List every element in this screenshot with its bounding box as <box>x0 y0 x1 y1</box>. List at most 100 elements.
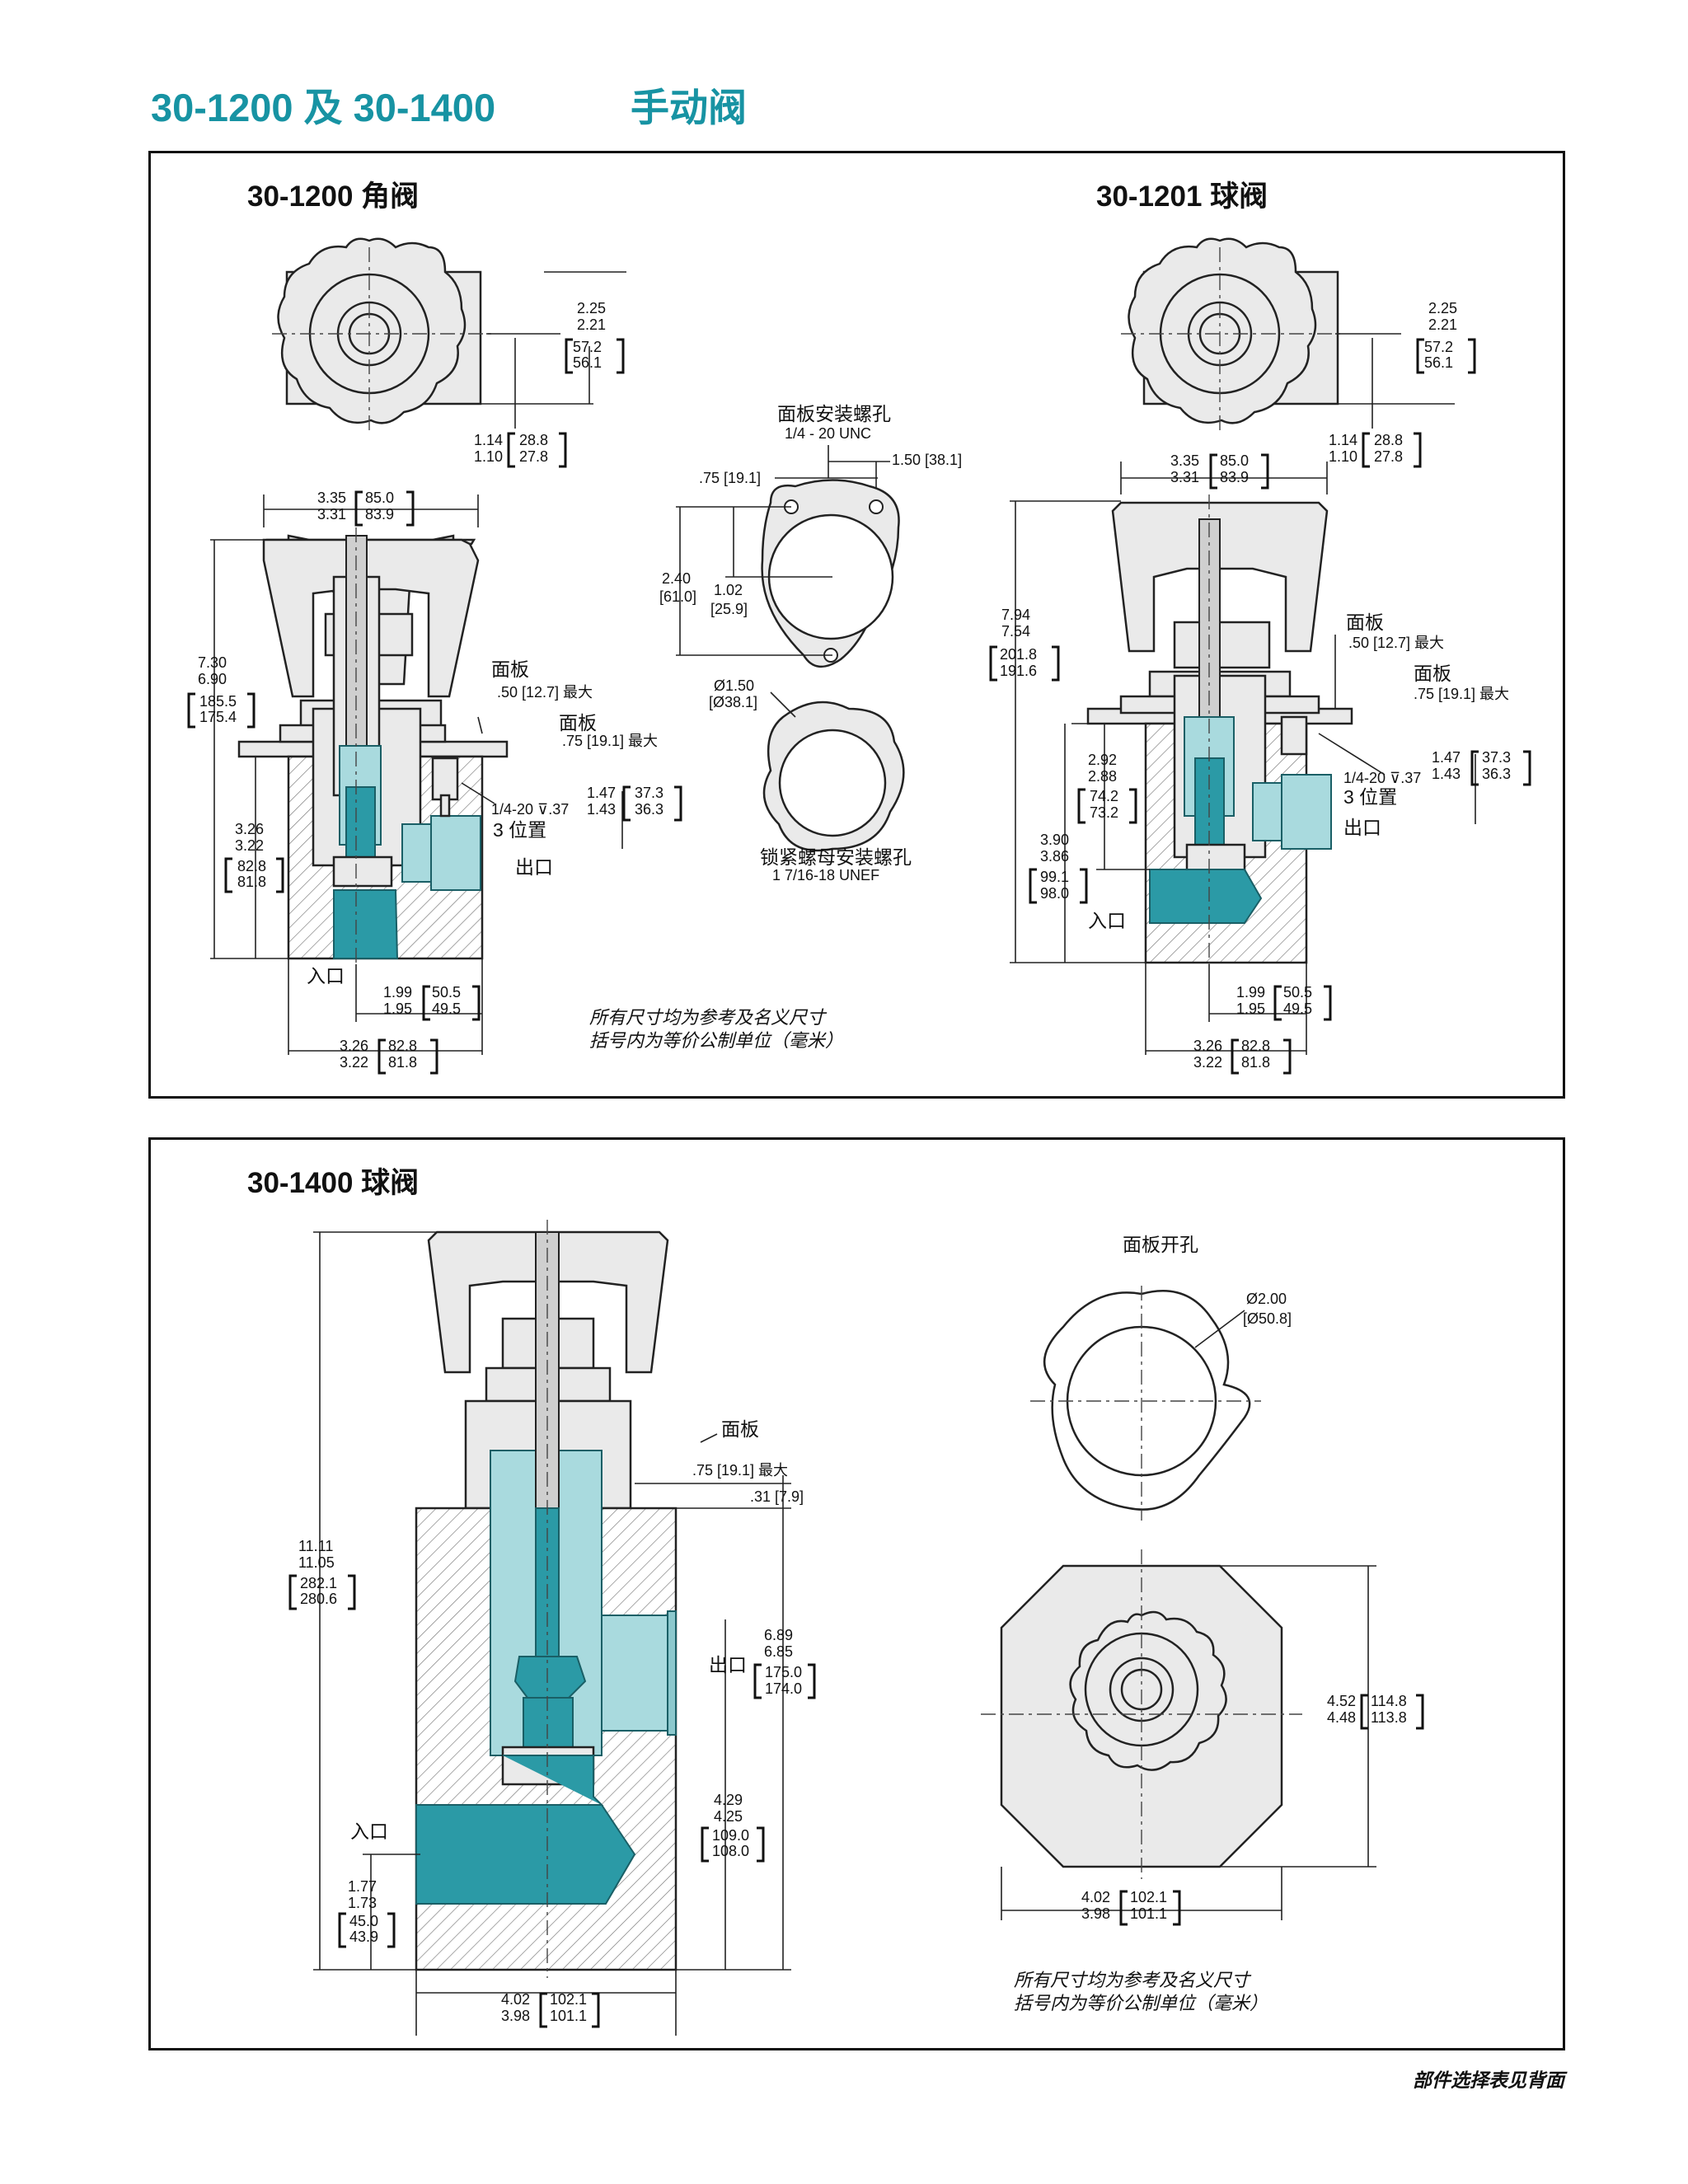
note-line-2: 括号内为等价公制单位（毫米） <box>589 1030 843 1051</box>
svg-text:1.73: 1.73 <box>348 1895 377 1911</box>
svg-text:2.92: 2.92 <box>1088 752 1117 768</box>
svg-text:56.1: 56.1 <box>1424 354 1453 371</box>
svg-text:1.47: 1.47 <box>587 785 616 801</box>
svg-text:[Ø38.1]: [Ø38.1] <box>709 694 757 710</box>
svg-text:.75 [19.1] 最大: .75 [19.1] 最大 <box>562 733 658 749</box>
svg-text:1.95: 1.95 <box>1236 1001 1265 1017</box>
svg-text:.31 [7.9]: .31 [7.9] <box>750 1488 804 1505</box>
svg-text:7.94: 7.94 <box>1001 607 1030 623</box>
svg-text:82.8: 82.8 <box>388 1038 417 1054</box>
svg-text:81.8: 81.8 <box>388 1054 417 1071</box>
svg-text:11.11: 11.11 <box>298 1538 333 1554</box>
svg-text:85.0: 85.0 <box>1220 452 1249 469</box>
svg-text:4.29: 4.29 <box>714 1792 743 1808</box>
svg-text:83.9: 83.9 <box>1220 469 1249 485</box>
svg-text:2.25: 2.25 <box>577 300 606 316</box>
note-line-1-bottom: 所有尺寸均为参考及名义尺寸 <box>1014 1970 1252 1990</box>
globe-1201-dims: 3.35 3.31 85.0 83.9 7.94 7.54 201.8 191.… <box>989 452 1531 1075</box>
svg-text:27.8: 27.8 <box>519 448 548 465</box>
svg-text:6.89: 6.89 <box>764 1627 793 1643</box>
svg-text:.50 [12.7] 最大: .50 [12.7] 最大 <box>1348 635 1444 651</box>
svg-text:1.10: 1.10 <box>1329 448 1357 465</box>
top-panel <box>148 151 1565 1099</box>
svg-text:1.50 [38.1]: 1.50 [38.1] <box>892 452 962 468</box>
bottom-panel <box>148 1137 1565 2050</box>
svg-text:174.0: 174.0 <box>765 1680 802 1697</box>
svg-text:113.8: 113.8 <box>1371 1709 1407 1726</box>
svg-text:出口: 出口 <box>1343 817 1381 838</box>
angle-section-dims: 3.35 3.31 85.0 83.9 7.30 6.90 185.5 175.… <box>187 490 682 1075</box>
globe-1201-section <box>1086 494 1353 964</box>
angle-valve-title: 30-1200 角阀 <box>247 180 419 213</box>
svg-text:7.30: 7.30 <box>198 654 227 671</box>
svg-text:114.8: 114.8 <box>1371 1693 1407 1709</box>
svg-text:49.5: 49.5 <box>432 1001 461 1017</box>
page-title: 30-1200 及 30-1400 <box>151 86 496 129</box>
svg-text:85.0: 85.0 <box>365 490 394 506</box>
svg-text:4.02: 4.02 <box>1081 1889 1110 1905</box>
globe-1400-title: 30-1400 球阀 <box>247 1167 419 1199</box>
svg-text:45.0: 45.0 <box>349 1913 378 1929</box>
svg-text:36.3: 36.3 <box>1482 766 1511 782</box>
svg-text:2.21: 2.21 <box>577 316 606 333</box>
svg-text:面板: 面板 <box>721 1418 759 1440</box>
page-category: 手动阀 <box>631 86 747 129</box>
angle-valve-section <box>237 527 509 964</box>
svg-text:82.8: 82.8 <box>1241 1038 1270 1054</box>
svg-text:1 7/16-18 UNEF: 1 7/16-18 UNEF <box>772 867 879 883</box>
svg-text:6.90: 6.90 <box>198 671 227 687</box>
svg-text:.50 [12.7] 最大: .50 [12.7] 最大 <box>497 684 593 701</box>
svg-text:3.26: 3.26 <box>1193 1038 1222 1054</box>
svg-text:175.4: 175.4 <box>199 709 237 725</box>
svg-text:1.14: 1.14 <box>474 432 503 448</box>
svg-text:3.26: 3.26 <box>340 1038 368 1054</box>
panel-mount-hole-diagram: 面板安装螺孔 1/4 - 20 UNC .75 [19.1] 1.50 [38.… <box>659 403 962 883</box>
svg-text:2.21: 2.21 <box>1428 316 1457 333</box>
svg-text:入口: 入口 <box>307 965 345 987</box>
svg-text:面板: 面板 <box>1414 663 1451 684</box>
svg-text:面板: 面板 <box>491 658 529 680</box>
svg-text:201.8: 201.8 <box>1000 646 1037 663</box>
globe-valve-title: 30-1201 球阀 <box>1096 180 1268 213</box>
svg-text:3.22: 3.22 <box>340 1054 368 1071</box>
svg-text:出口: 出口 <box>709 1654 747 1675</box>
svg-text:102.1: 102.1 <box>1130 1889 1167 1905</box>
svg-text:82.8: 82.8 <box>237 858 266 874</box>
svg-text:入口: 入口 <box>1088 910 1126 931</box>
globe-1400-section <box>415 1220 678 1978</box>
svg-text:27.8: 27.8 <box>1374 448 1403 465</box>
svg-text:面板: 面板 <box>1346 612 1384 633</box>
svg-text:11.05: 11.05 <box>298 1554 335 1571</box>
footer-note: 部件选择表见背面 <box>1413 2069 1564 2091</box>
svg-text:1.02: 1.02 <box>714 582 743 598</box>
svg-text:3.26: 3.26 <box>235 821 264 837</box>
svg-text:3.22: 3.22 <box>1193 1054 1222 1071</box>
svg-text:.75 [19.1] 最大: .75 [19.1] 最大 <box>1414 686 1509 702</box>
svg-text:2.25: 2.25 <box>1428 300 1457 316</box>
svg-text:56.1: 56.1 <box>573 354 602 371</box>
svg-text:185.5: 185.5 <box>199 693 237 710</box>
globe-1400-dims: 11.11 11.05 282.1 280.6 面板 .75 [19.1] 最大… <box>288 1231 816 2036</box>
svg-text:81.8: 81.8 <box>1241 1054 1270 1071</box>
svg-text:102.1: 102.1 <box>550 1991 587 2008</box>
svg-text:43.9: 43.9 <box>349 1929 378 1945</box>
svg-text:1/4-20 ⊽.37: 1/4-20 ⊽.37 <box>1343 770 1421 786</box>
angle-top-view <box>272 237 495 433</box>
svg-text:1.99: 1.99 <box>383 984 412 1001</box>
svg-text:入口: 入口 <box>350 1821 388 1842</box>
svg-text:57.2: 57.2 <box>1424 339 1453 355</box>
svg-text:4.02: 4.02 <box>501 1991 530 2008</box>
svg-text:282.1: 282.1 <box>300 1575 337 1591</box>
svg-text:280.6: 280.6 <box>300 1591 337 1607</box>
svg-text:74.2: 74.2 <box>1090 788 1118 804</box>
angle-top-dims: 2.25 2.21 57.2 56.1 1.14 1.10 28.8 27.8 <box>474 271 626 468</box>
svg-text:57.2: 57.2 <box>573 339 602 355</box>
svg-text:1.99: 1.99 <box>1236 984 1265 1001</box>
svg-text:锁紧螺母安装螺孔: 锁紧螺母安装螺孔 <box>760 846 912 868</box>
svg-text:1.95: 1.95 <box>383 1001 412 1017</box>
svg-text:3 位置: 3 位置 <box>1343 786 1397 808</box>
globe-1400-top-view: 4.52 4.48 114.8 113.8 4.02 3.98 102.1 10… <box>981 1549 1424 1926</box>
svg-text:Ø2.00: Ø2.00 <box>1246 1291 1287 1307</box>
svg-text:4.25: 4.25 <box>714 1808 743 1825</box>
svg-text:109.0: 109.0 <box>712 1827 749 1844</box>
